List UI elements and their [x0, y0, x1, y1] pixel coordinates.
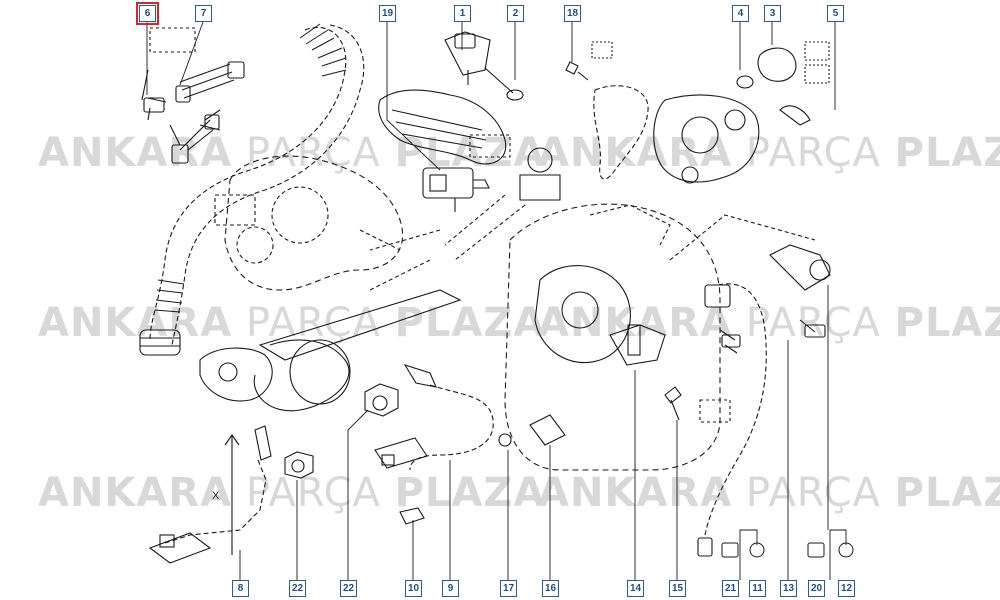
- callout-3[interactable]: 3: [764, 5, 781, 22]
- callout-16[interactable]: 16: [542, 580, 559, 597]
- callout-14[interactable]: 14: [627, 580, 644, 597]
- callout-8[interactable]: 8: [232, 580, 249, 597]
- callout-9[interactable]: 9: [442, 580, 459, 597]
- callout-5[interactable]: 5: [827, 5, 844, 22]
- callout-12[interactable]: 12: [838, 580, 855, 597]
- callout-18[interactable]: 18: [564, 5, 581, 22]
- callout-15[interactable]: 15: [669, 580, 686, 597]
- callout-11[interactable]: 11: [749, 580, 766, 597]
- callout-22[interactable]: 22: [289, 580, 306, 597]
- callout-13[interactable]: 13: [780, 580, 797, 597]
- callout-6[interactable]: 6: [136, 2, 159, 25]
- dimension-label: X: [212, 490, 220, 502]
- callout-10[interactable]: 10: [405, 580, 422, 597]
- callout-7[interactable]: 7: [195, 5, 212, 22]
- hose-corrugation: [154, 23, 347, 313]
- callout-20[interactable]: 20: [808, 580, 825, 597]
- callout-21[interactable]: 21: [722, 580, 739, 597]
- callout-17[interactable]: 17: [500, 580, 517, 597]
- callout-22[interactable]: 22: [340, 580, 357, 597]
- callout-4[interactable]: 4: [732, 5, 749, 22]
- callout-2[interactable]: 2: [507, 5, 524, 22]
- callout-1[interactable]: 1: [454, 5, 471, 22]
- callout-19[interactable]: 19: [379, 5, 396, 22]
